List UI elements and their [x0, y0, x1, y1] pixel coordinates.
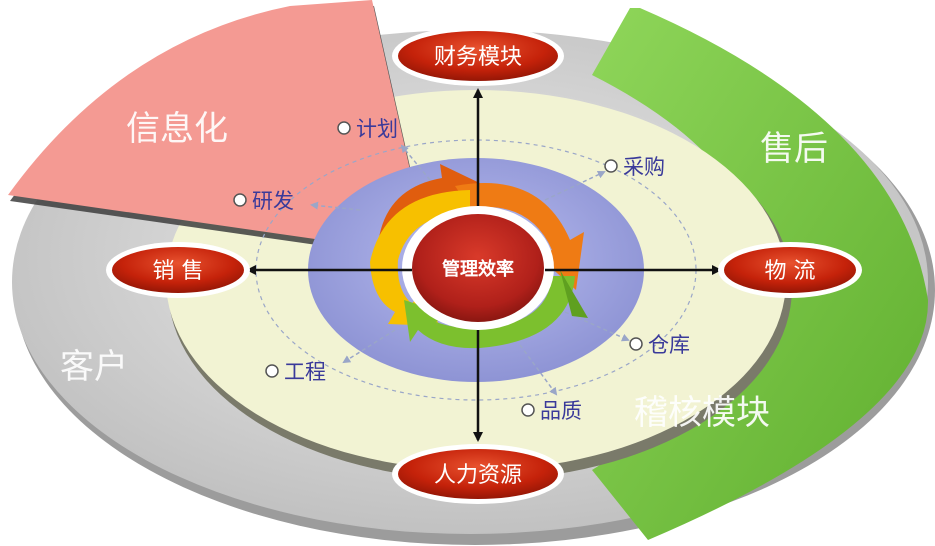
sub-item-quality-label: 品质 [540, 399, 582, 423]
sub-item-connectors [310, 144, 630, 396]
segment-after-sales-label: 售后 [760, 129, 828, 169]
sub-item-purchase: 采购 [604, 155, 665, 179]
info-segment [8, 0, 410, 240]
bullet-icon [629, 337, 643, 351]
sub-item-quality: 品质 [521, 399, 582, 423]
module-hr-label: 人力资源 [434, 463, 522, 488]
bullet-icon [521, 403, 535, 417]
module-bottom: 人力资源 [392, 444, 564, 504]
sub-item-plan: 计划 [337, 117, 398, 141]
sub-item-engineering-label: 工程 [284, 360, 326, 384]
module-left: 销 售 [106, 242, 250, 298]
module-finance-label: 财务模块 [434, 45, 522, 70]
center-node [412, 214, 544, 322]
module-right: 物 流 [718, 242, 862, 298]
module-top: 财务模块 [392, 26, 564, 86]
sub-item-purchase-label: 采购 [623, 155, 665, 179]
sub-item-rnd-label: 研发 [252, 189, 294, 213]
sub-item-warehouse: 仓库 [629, 333, 690, 357]
bullet-icon [604, 159, 618, 173]
sub-item-warehouse-label: 仓库 [648, 333, 690, 357]
segment-customer-label: 客户 [60, 347, 128, 387]
sub-item-engineering: 工程 [265, 360, 326, 384]
green-arrow-tip [560, 270, 588, 318]
center-label: 管理效率 [442, 258, 514, 280]
bullet-icon [265, 364, 279, 378]
segment-info-label: 信息化 [126, 109, 228, 149]
yellow-arrow [370, 190, 470, 326]
module-sales-label: 销 售 [153, 259, 204, 284]
segment-audit-label: 稽核模块 [634, 393, 770, 433]
module-logistics-label: 物 流 [765, 259, 816, 284]
green-arrow [404, 276, 575, 349]
sub-item-rnd: 研发 [233, 189, 294, 213]
bullet-icon [233, 193, 247, 207]
bullet-icon [337, 121, 351, 135]
sub-item-plan-label: 计划 [356, 117, 398, 141]
axis-arrows [246, 88, 722, 442]
